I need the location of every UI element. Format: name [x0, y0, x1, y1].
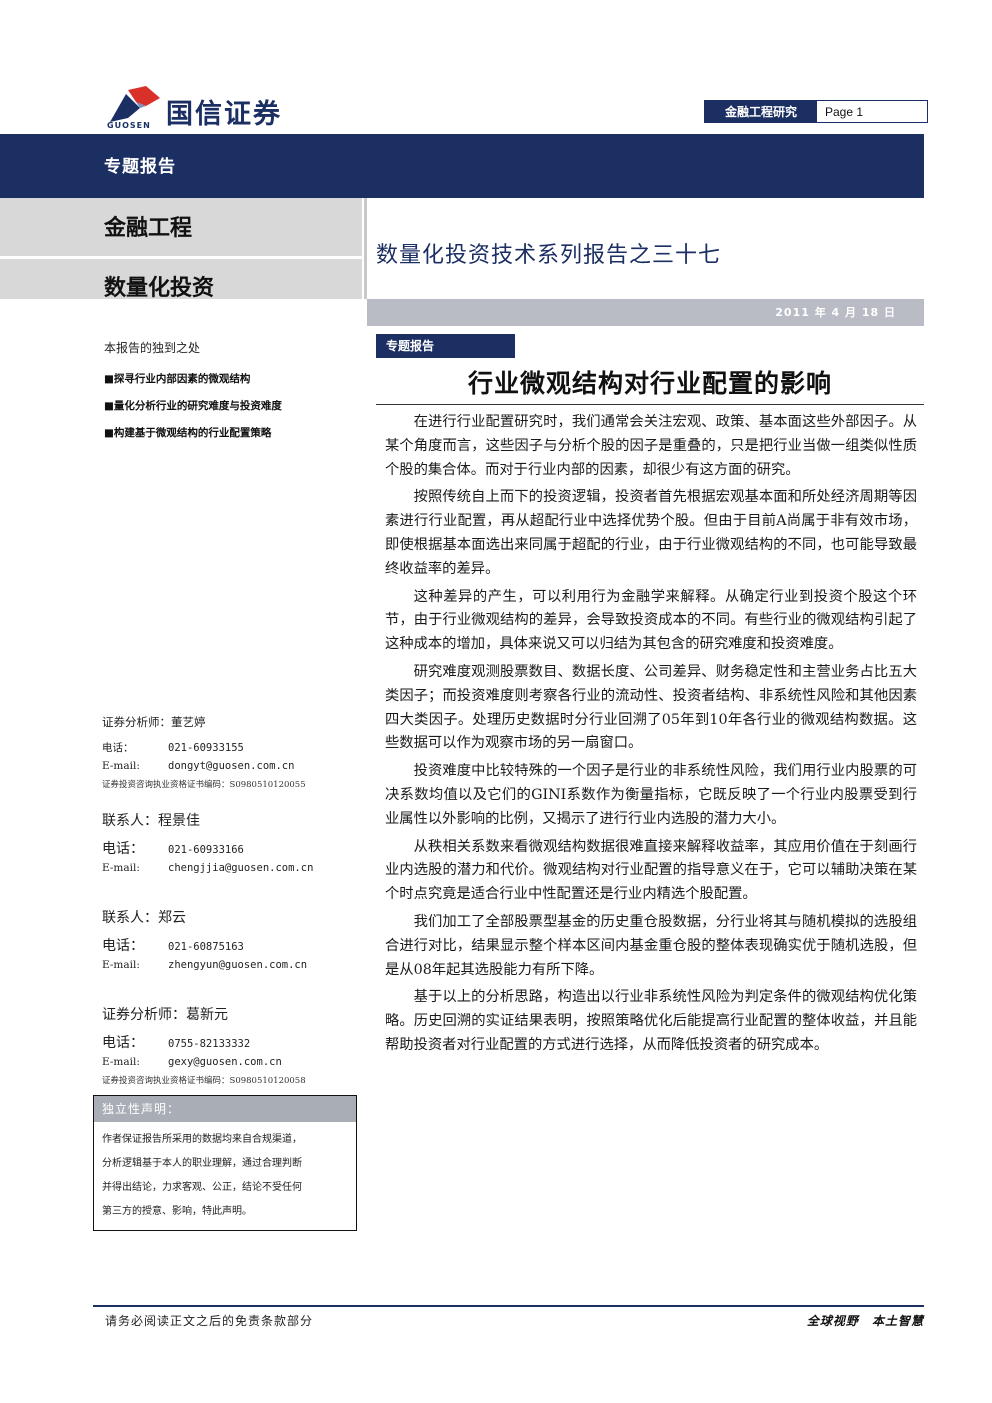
section-title-quant: 数量化投资: [104, 275, 215, 301]
contact-card: 证券分析师：董艺婷 电话： 021-60933155 E-mail: dongy…: [102, 714, 362, 790]
report-body: 在进行行业配置研究时，我们通常会关注宏观、政策、基本面这些外部因子。从某个角度而…: [385, 411, 917, 1062]
contact-phone-row: 电话： 021-60933166: [102, 838, 362, 858]
logo-text: 国信证券: [166, 99, 282, 130]
body-paragraph: 在进行行业配置研究时，我们通常会关注宏观、政策、基本面这些外部因子。从某个角度而…: [385, 414, 917, 478]
guosen-logo-icon: [110, 86, 160, 122]
contact-phone-row: 电话： 0755-82133332: [102, 1032, 362, 1052]
email-label: E-mail:: [102, 1056, 140, 1068]
contact-role: 联系人：程景佳: [102, 813, 200, 829]
body-paragraph: 基于以上的分析思路，构造出以行业非系统性风险为判定条件的微观结构优化策略。历史回…: [385, 989, 917, 1053]
declaration-line: 作者保证报告所采用的数据均来自合规渠道，: [102, 1134, 302, 1145]
phone-label: 电话：: [102, 841, 144, 857]
body-paragraph: 按照传统自上而下的投资逻辑，投资者首先根据宏观基本面和所处经济周期等因素进行行业…: [385, 489, 917, 577]
phone-label: 电话：: [102, 938, 144, 954]
highlight-item: ■量化分析行业的研究难度与投资难度: [104, 400, 282, 412]
series-title: 数量化投资技术系列报告之三十七: [376, 243, 722, 268]
email-link[interactable]: zhengyun@guosen.com.cn: [168, 959, 308, 971]
body-paragraph: 投资难度中比较特殊的一个因子是行业的非系统性风险，我们用行业内股票的可决系数均值…: [385, 763, 917, 827]
contact-role: 证券分析师：葛新元: [102, 1007, 228, 1023]
email-link[interactable]: gexy@guosen.com.cn: [168, 1056, 282, 1068]
highlights-list: ■探寻行业内部因素的微观结构 ■量化分析行业的研究难度与投资难度 ■构建基于微观…: [104, 372, 354, 453]
highlight-item: ■探寻行业内部因素的微观结构: [104, 373, 251, 385]
divider: [0, 256, 362, 259]
contact-phone-row: 电话： 021-60933155: [102, 740, 362, 755]
body-paragraph: 这种差异的产生，可以利用行为金融学来解释。从确定行业到投资个股这个环节，由于行业…: [385, 588, 917, 653]
contact-email-row: E-mail: chengjjia@guosen.com.cn: [102, 862, 362, 874]
contact-role: 证券分析师：董艺婷: [102, 715, 206, 729]
declaration-line: 分析逻辑基于本人的职业理解，通过合理判断: [102, 1158, 302, 1169]
cert-number: 证券投资咨询执业资格证书编码：S0980510120055: [102, 780, 306, 790]
contact-email-row: E-mail: gexy@guosen.com.cn: [102, 1056, 362, 1068]
phone-label: 电话：: [102, 1035, 144, 1051]
highlights-heading: 本报告的独到之处: [104, 341, 201, 355]
section-panel-2: [0, 259, 362, 299]
logo-subtext: GUOSEN: [107, 121, 151, 130]
header-band: [0, 134, 924, 198]
highlight-item: ■构建基于微观结构的行业配置策略: [104, 427, 272, 439]
vertical-divider: [364, 198, 367, 299]
email-link[interactable]: dongyt@guosen.com.cn: [168, 760, 295, 772]
report-title: 行业微观结构对行业配置的影响: [467, 369, 832, 398]
independence-declaration: 独立性声明： 作者保证报告所采用的数据均来自合规渠道， 分析逻辑基于本人的职业理…: [93, 1095, 357, 1231]
disclaimer-note: 请务必阅读正文之后的免责条款部分: [105, 1314, 314, 1328]
contact-card: 联系人：程景佳 电话： 021-60933166 E-mail: chengjj…: [102, 810, 362, 874]
contact-phone-row: 电话： 021-60875163: [102, 935, 362, 955]
body-paragraph: 从秩相关系数来看微观结构数据很难直接来解释收益率，其应用价值在于刻画行业内选股的…: [385, 838, 917, 903]
declaration-heading: 独立性声明：: [94, 1096, 356, 1122]
declaration-line: 第三方的授意、影响，特此声明。: [102, 1206, 252, 1217]
header-research-tag: 金融工程研究: [705, 101, 817, 122]
contact-card: 证券分析师：葛新元 电话： 0755-82133332 E-mail: gexy…: [102, 1004, 362, 1086]
title-divider: [376, 404, 924, 405]
phone-label: 电话：: [102, 742, 134, 754]
report-type-title: 专题报告: [104, 157, 176, 177]
report-tag: 专题报告: [376, 334, 515, 358]
page-number: Page 1: [825, 104, 864, 119]
phone-value: 021-60933155: [168, 742, 244, 754]
contact-role: 联系人：郑云: [102, 910, 186, 926]
section-panel: [0, 198, 362, 256]
contact-email-row: E-mail: dongyt@guosen.com.cn: [102, 760, 362, 772]
body-paragraph: 我们加工了全部股票型基金的历史重仓股数据，分行业将其与随机模拟的选股组合进行对比…: [385, 913, 917, 978]
report-date: 2011 年 4 月 18 日: [775, 306, 896, 319]
phone-value: 0755-82133332: [168, 1038, 251, 1050]
email-link[interactable]: chengjjia@guosen.com.cn: [168, 862, 314, 874]
email-label: E-mail:: [102, 862, 140, 874]
header-tag-box: 金融工程研究 Page 1: [704, 100, 928, 123]
footer-divider: [93, 1305, 924, 1307]
footer-slogan: 全球视野 本土智慧: [806, 1314, 924, 1328]
phone-value: 021-60933166: [168, 844, 244, 856]
declaration-line: 并得出结论，力求客观、公正，结论不受任何: [102, 1182, 302, 1193]
section-title-finance: 金融工程: [104, 215, 193, 241]
declaration-body: 作者保证报告所采用的数据均来自合规渠道， 分析逻辑基于本人的职业理解，通过合理判…: [94, 1122, 356, 1224]
date-bar: [367, 299, 924, 326]
contact-email-row: E-mail: zhengyun@guosen.com.cn: [102, 959, 362, 971]
email-label: E-mail:: [102, 760, 140, 772]
body-paragraph: 研究难度观测股票数目、数据长度、公司差异、财务稳定性和主营业务占比五大类因子；而…: [385, 663, 917, 752]
phone-value: 021-60875163: [168, 941, 244, 953]
email-label: E-mail:: [102, 959, 140, 971]
cert-number: 证券投资咨询执业资格证书编码：S0980510120058: [102, 1076, 306, 1086]
contact-card: 联系人：郑云 电话： 021-60875163 E-mail: zhengyun…: [102, 907, 362, 971]
